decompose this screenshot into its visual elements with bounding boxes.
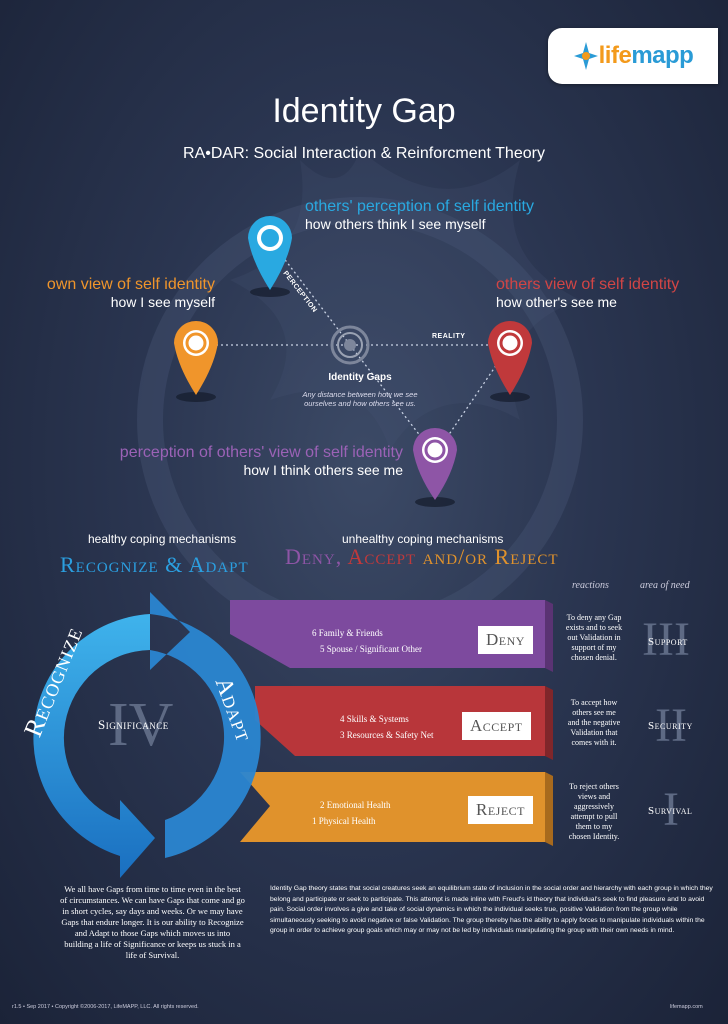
need-support: Support [648,636,688,648]
healthy-coping: healthy coping mechanisms Recognize & Ad… [60,532,249,577]
copyright-footer: r1.5 • Sep 2017 • Copyright ©2006-2017, … [12,1004,199,1010]
band-accept-items: 4 Skills & Systems 3 Resources & Safety … [340,714,434,740]
theory-text: Identity Gap theory states that social c… [270,885,713,934]
band-deny [230,600,553,672]
identity-diagram [174,216,532,507]
adapt-arrow [150,592,261,858]
pin-top-icon [248,216,292,297]
pin-bottom-icon [413,428,457,507]
need-survival: Survival [648,805,693,817]
reality-label: REALITY [432,333,466,340]
identity-gaps-caption: Identity Gaps Any distance between how w… [302,372,418,408]
roman-i: I [663,783,679,836]
pin-right-icon [488,321,532,402]
identity-gap-target-icon [330,325,370,365]
significance-label: Significance [98,717,169,732]
recognize-arrow [33,614,155,878]
logo-wordmark: lifemapp [598,42,694,69]
website-link[interactable]: lifemapp.com [670,1004,703,1010]
summary-text: We all have Gaps from time to time even … [60,884,245,960]
band-reject [240,772,553,846]
deny-word-box: Deny [478,626,533,654]
reject-word-box: Reject [468,796,534,824]
accept-word-box: Accept [462,712,531,740]
page-title: Identity Gap [272,92,456,130]
band-reject-items: 2 Emotional Health 1 Physical Health [312,800,391,826]
reactions-heading: reactions [572,580,609,591]
node-right-label: others view of self identity how other's… [496,276,680,310]
lifemapp-logo[interactable]: lifemapp [548,28,718,84]
compass-icon [573,42,598,70]
area-of-need-heading: area of need [640,580,690,591]
roman-iii: III [642,613,690,666]
node-left-label: own view of self identity how I see myse… [46,276,215,310]
unhealthy-coping: unhealthy coping mechanisms [342,532,504,546]
roman-ii: II [655,699,687,752]
node-bottom-label: perception of others' view of self ident… [119,444,403,478]
pin-left-icon [174,321,218,402]
need-security: Security [648,720,693,732]
coping-bands [230,600,553,846]
significance-roman: IV [108,691,174,759]
band-deny-items: 6 Family & Friends 5 Spouse / Significan… [312,628,422,654]
page-subtitle: RA•DAR: Social Interaction & Reinforcmen… [183,145,545,162]
recognize-adapt-cycle [33,592,261,878]
unhealthy-coping-title: Deny, Accept and/or Reject [285,544,559,569]
node-top-label: others' perception of self identity how … [305,198,534,232]
